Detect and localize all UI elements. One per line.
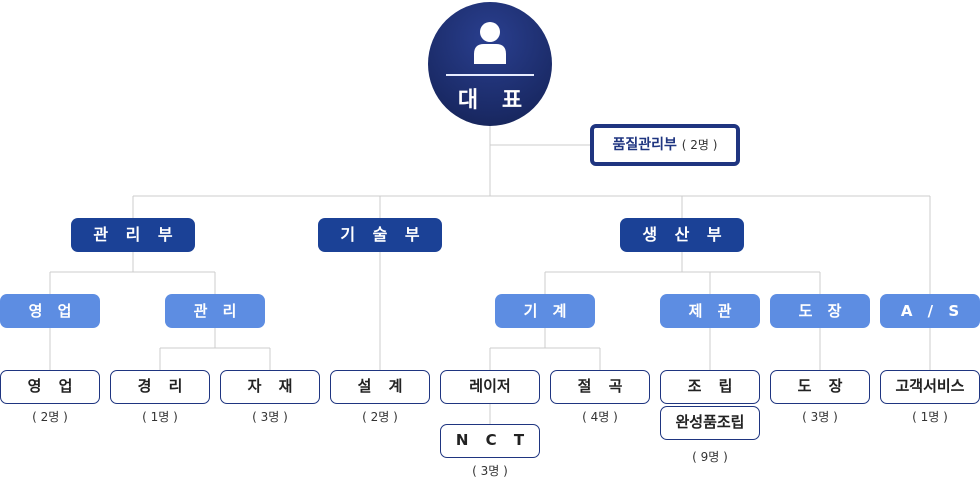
team-production-mgmt: 제 관 [660, 294, 760, 328]
unit-materials-count: ( 3명 ) [252, 410, 288, 424]
unit-laser: 레이저 [440, 370, 540, 404]
unit-cutting-count: ( 4명 ) [582, 410, 618, 424]
unit-sales: 영 업 [0, 370, 100, 404]
ceo-divider [446, 74, 534, 76]
qa-dept-count: ( 2명 ) [681, 138, 718, 152]
unit-sales-count: ( 2명 ) [32, 410, 68, 424]
admin-unit-line [159, 328, 271, 370]
qa-dept-node: 품질관리부 ( 2명 ) [590, 124, 740, 166]
management-team-line [49, 252, 216, 294]
qa-dept-label: 품질관리부 [612, 137, 677, 153]
person-icon [474, 22, 506, 64]
unit-materials: 자 재 [220, 370, 320, 404]
unit-finished-assembly: 완성품조립 [660, 406, 760, 440]
unit-customer-service: 고객서비스 [880, 370, 980, 404]
ceo-label: 대 표 [457, 88, 531, 113]
team-machine: 기 계 [495, 294, 595, 328]
unit-painting: 도 장 [770, 370, 870, 404]
unit-finished-assembly-count: ( 9명 ) [692, 450, 728, 464]
unit-painting-count: ( 3명 ) [802, 410, 838, 424]
team-admin: 관 리 [165, 294, 265, 328]
team-sales: 영 업 [0, 294, 100, 328]
unit-cutting: 절 곡 [550, 370, 650, 404]
unit-accounting: 경 리 [110, 370, 210, 404]
unit-accounting-count: ( 1명 ) [142, 410, 178, 424]
unit-customer-service-count: ( 1명 ) [912, 410, 948, 424]
dept-technical: 기 술 부 [318, 218, 442, 252]
unit-design: 설 계 [330, 370, 430, 404]
unit-nct-count: ( 3명 ) [472, 464, 508, 478]
machine-unit-line [489, 328, 601, 370]
unit-nct: N C T [440, 424, 540, 458]
production-team-line [544, 252, 821, 294]
dept-production: 생 산 부 [620, 218, 744, 252]
team-painting: 도 장 [770, 294, 870, 328]
dept-management: 관 리 부 [71, 218, 195, 252]
unit-design-count: ( 2명 ) [362, 410, 398, 424]
team-as: A / S [880, 294, 980, 328]
ceo-node: 대 표 [428, 2, 552, 126]
unit-assembly: 조 립 [660, 370, 760, 404]
